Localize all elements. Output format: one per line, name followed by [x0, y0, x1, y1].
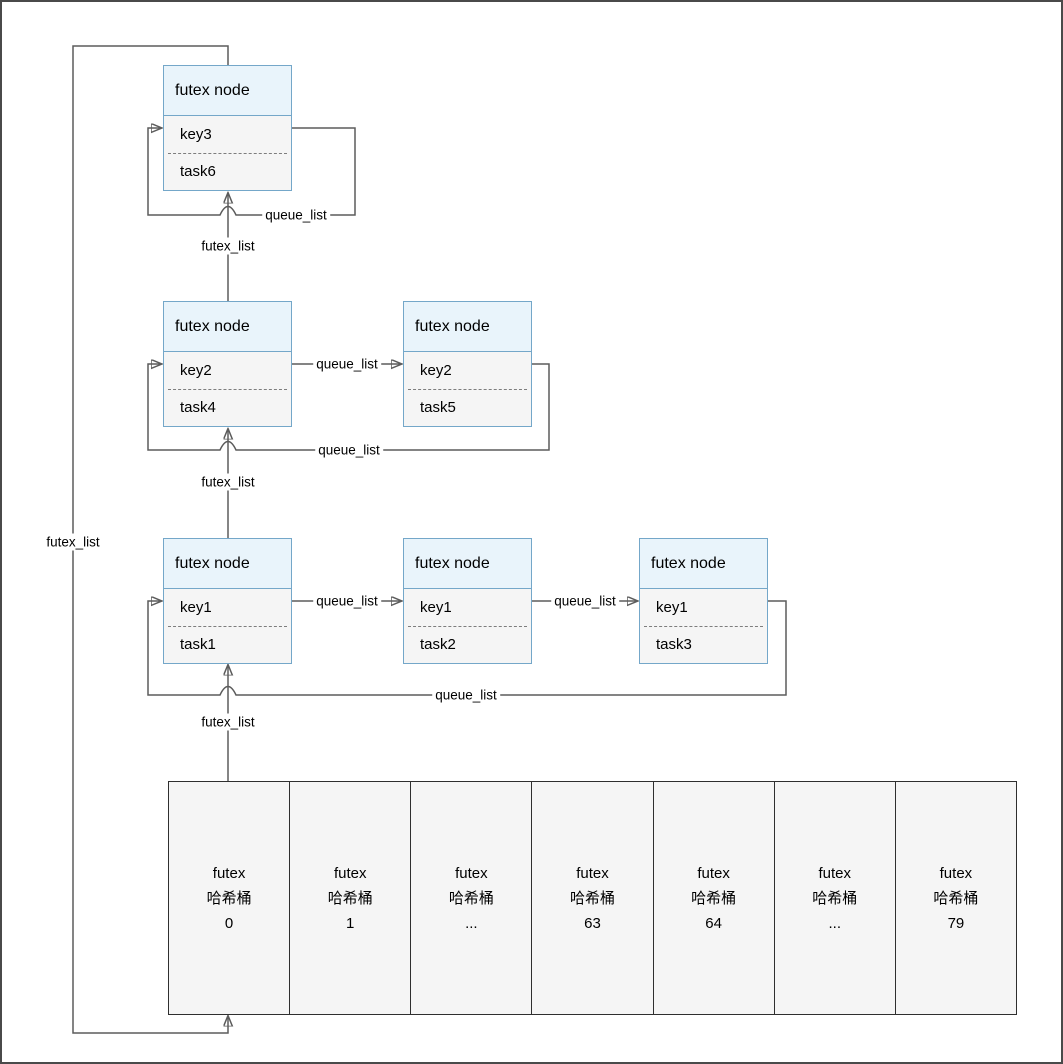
bucket-index: 1 — [346, 914, 355, 932]
bucket-word-cn: 哈希桶 — [569, 889, 615, 907]
bucket-word-cn: 哈希桶 — [933, 889, 979, 907]
futex-node-key: key1 — [180, 598, 212, 616]
futex-node-key: key1 — [656, 598, 688, 616]
bucket-word: futex — [697, 864, 730, 882]
futex-node-task: task2 — [420, 636, 456, 654]
key-task-separator — [408, 625, 527, 627]
bucket-word-cn: 哈希桶 — [206, 889, 252, 907]
futex-node-title: futex node — [640, 539, 767, 589]
bucket-word-cn: 哈希桶 — [812, 889, 858, 907]
futex-node-body: key2 task4 — [164, 352, 291, 426]
bucket-index: 79 — [947, 914, 965, 932]
bucket-word: futex — [576, 864, 609, 882]
edge-label-queue-list-row3-fwd2: queue_list — [551, 592, 619, 610]
bucket-word: futex — [455, 864, 488, 882]
edge-label-queue-list-top-loop: queue_list — [262, 206, 330, 224]
key-task-separator — [644, 625, 763, 627]
futex-node-body: key3 task6 — [164, 116, 291, 190]
futex-node-title: futex node — [164, 539, 291, 589]
futex-node-key1-task1: futex node key1 task1 — [163, 538, 292, 664]
bucket-index: 63 — [584, 914, 601, 932]
futex-node-body: key1 task1 — [164, 589, 291, 663]
bucket-word-cn: 哈希桶 — [691, 889, 737, 907]
futex-node-title: futex node — [404, 302, 531, 352]
bucket-index: 64 — [705, 914, 722, 932]
futex-node-task: task4 — [180, 399, 216, 417]
futex-node-task: task1 — [180, 636, 216, 654]
futex-node-task: task3 — [656, 636, 692, 654]
futex-node-title: futex node — [164, 66, 291, 116]
futex-node-title: futex node — [404, 539, 531, 589]
futex-node-key: key3 — [180, 125, 212, 143]
bucket-word: futex — [818, 864, 852, 882]
futex-node-body: key2 task5 — [404, 352, 531, 426]
key-task-separator — [168, 152, 287, 154]
edge-label-futex-list-3: futex_list — [198, 713, 258, 731]
bucket-cell-63: futex 哈希桶 63 — [532, 782, 654, 1014]
bucket-index: ... — [828, 914, 842, 932]
edge-label-queue-list-row3-loop: queue_list — [432, 686, 500, 704]
futex-node-title: futex node — [164, 302, 291, 352]
futex-node-task: task5 — [420, 399, 456, 417]
futex-node-key: key2 — [180, 361, 212, 379]
bucket-word-cn: 哈希桶 — [448, 889, 494, 907]
futex-node-body: key1 task3 — [640, 589, 767, 663]
edge-label-futex-list-1: futex_list — [198, 237, 258, 255]
futex-node-key: key1 — [420, 598, 452, 616]
bucket-index: ... — [465, 914, 478, 932]
futex-node-key2-task5: futex node key2 task5 — [403, 301, 532, 427]
bucket-cell-ellipsis-1: futex 哈希桶 ... — [411, 782, 533, 1014]
futex-hash-bucket-array: futex 哈希桶 0 futex 哈希桶 1 futex 哈希桶 ... fu… — [168, 781, 1017, 1015]
bucket-cell-0: futex 哈希桶 0 — [169, 782, 291, 1014]
futex-node-key: key2 — [420, 361, 452, 379]
futex-node-key1-task3: futex node key1 task3 — [639, 538, 768, 664]
bucket-cell-1: futex 哈希桶 1 — [290, 782, 412, 1014]
bucket-word: futex — [333, 864, 367, 882]
edge-label-futex-list-outer: futex_list — [43, 533, 103, 551]
bucket-index: 0 — [224, 914, 234, 932]
edge-label-queue-list-row3-fwd1: queue_list — [313, 592, 381, 610]
futex-node-task: task6 — [180, 163, 216, 181]
key-task-separator — [408, 388, 527, 390]
bucket-word: futex — [939, 864, 973, 882]
bucket-cell-64: futex 哈希桶 64 — [654, 782, 775, 1014]
bucket-cell-ellipsis-2: futex 哈希桶 ... — [775, 782, 896, 1014]
key-task-separator — [168, 388, 287, 390]
edge-label-queue-list-row2-loop: queue_list — [315, 441, 383, 459]
edge-label-queue-list-row2-fwd: queue_list — [313, 355, 381, 373]
futex-node-key1-task2: futex node key1 task2 — [403, 538, 532, 664]
key-task-separator — [168, 625, 287, 627]
bucket-cell-79: futex 哈希桶 79 — [896, 782, 1016, 1014]
futex-node-body: key1 task2 — [404, 589, 531, 663]
futex-node-key3-task6: futex node key3 task6 — [163, 65, 292, 191]
bucket-word-cn: 哈希桶 — [327, 889, 373, 907]
bucket-word: futex — [212, 864, 246, 882]
edge-label-futex-list-2: futex_list — [198, 473, 258, 491]
futex-node-key2-task4: futex node key2 task4 — [163, 301, 292, 427]
